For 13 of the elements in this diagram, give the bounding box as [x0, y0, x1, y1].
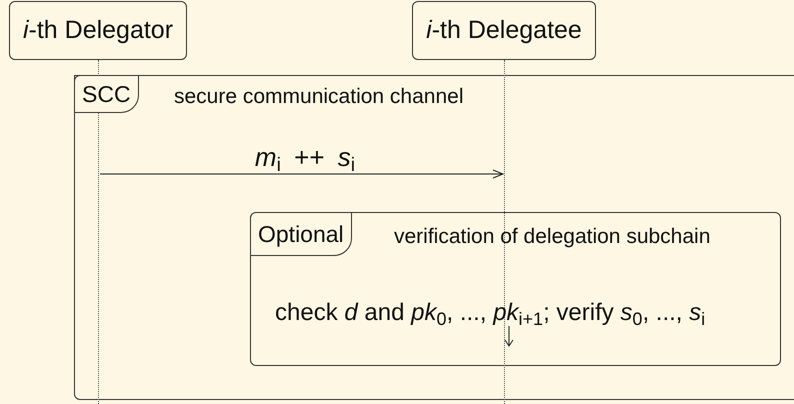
participant-name: i-th Delegatee [426, 14, 582, 46]
fragment-frame [74, 75, 794, 400]
message-arrow [100, 170, 504, 178]
fragment-frame [250, 212, 781, 366]
fragment-tag: Optional [250, 212, 352, 256]
fragment-tag: SCC [74, 75, 139, 113]
edge-label: m$_{i}$ ++ s$_{i}$ [254, 141, 356, 177]
fragment-title: secure communication channel [174, 84, 464, 110]
participant-box [9, 1, 187, 60]
fragment-title: verification of delegation subchain [394, 224, 710, 250]
action-text: check d and pk$_{0}$, ..., pk$_{i+1}$; verify s$_{0}$, ..., s$_{i}$ [275, 298, 706, 330]
participant-name: i-th Delegator [22, 14, 174, 46]
participant-box [412, 1, 596, 60]
